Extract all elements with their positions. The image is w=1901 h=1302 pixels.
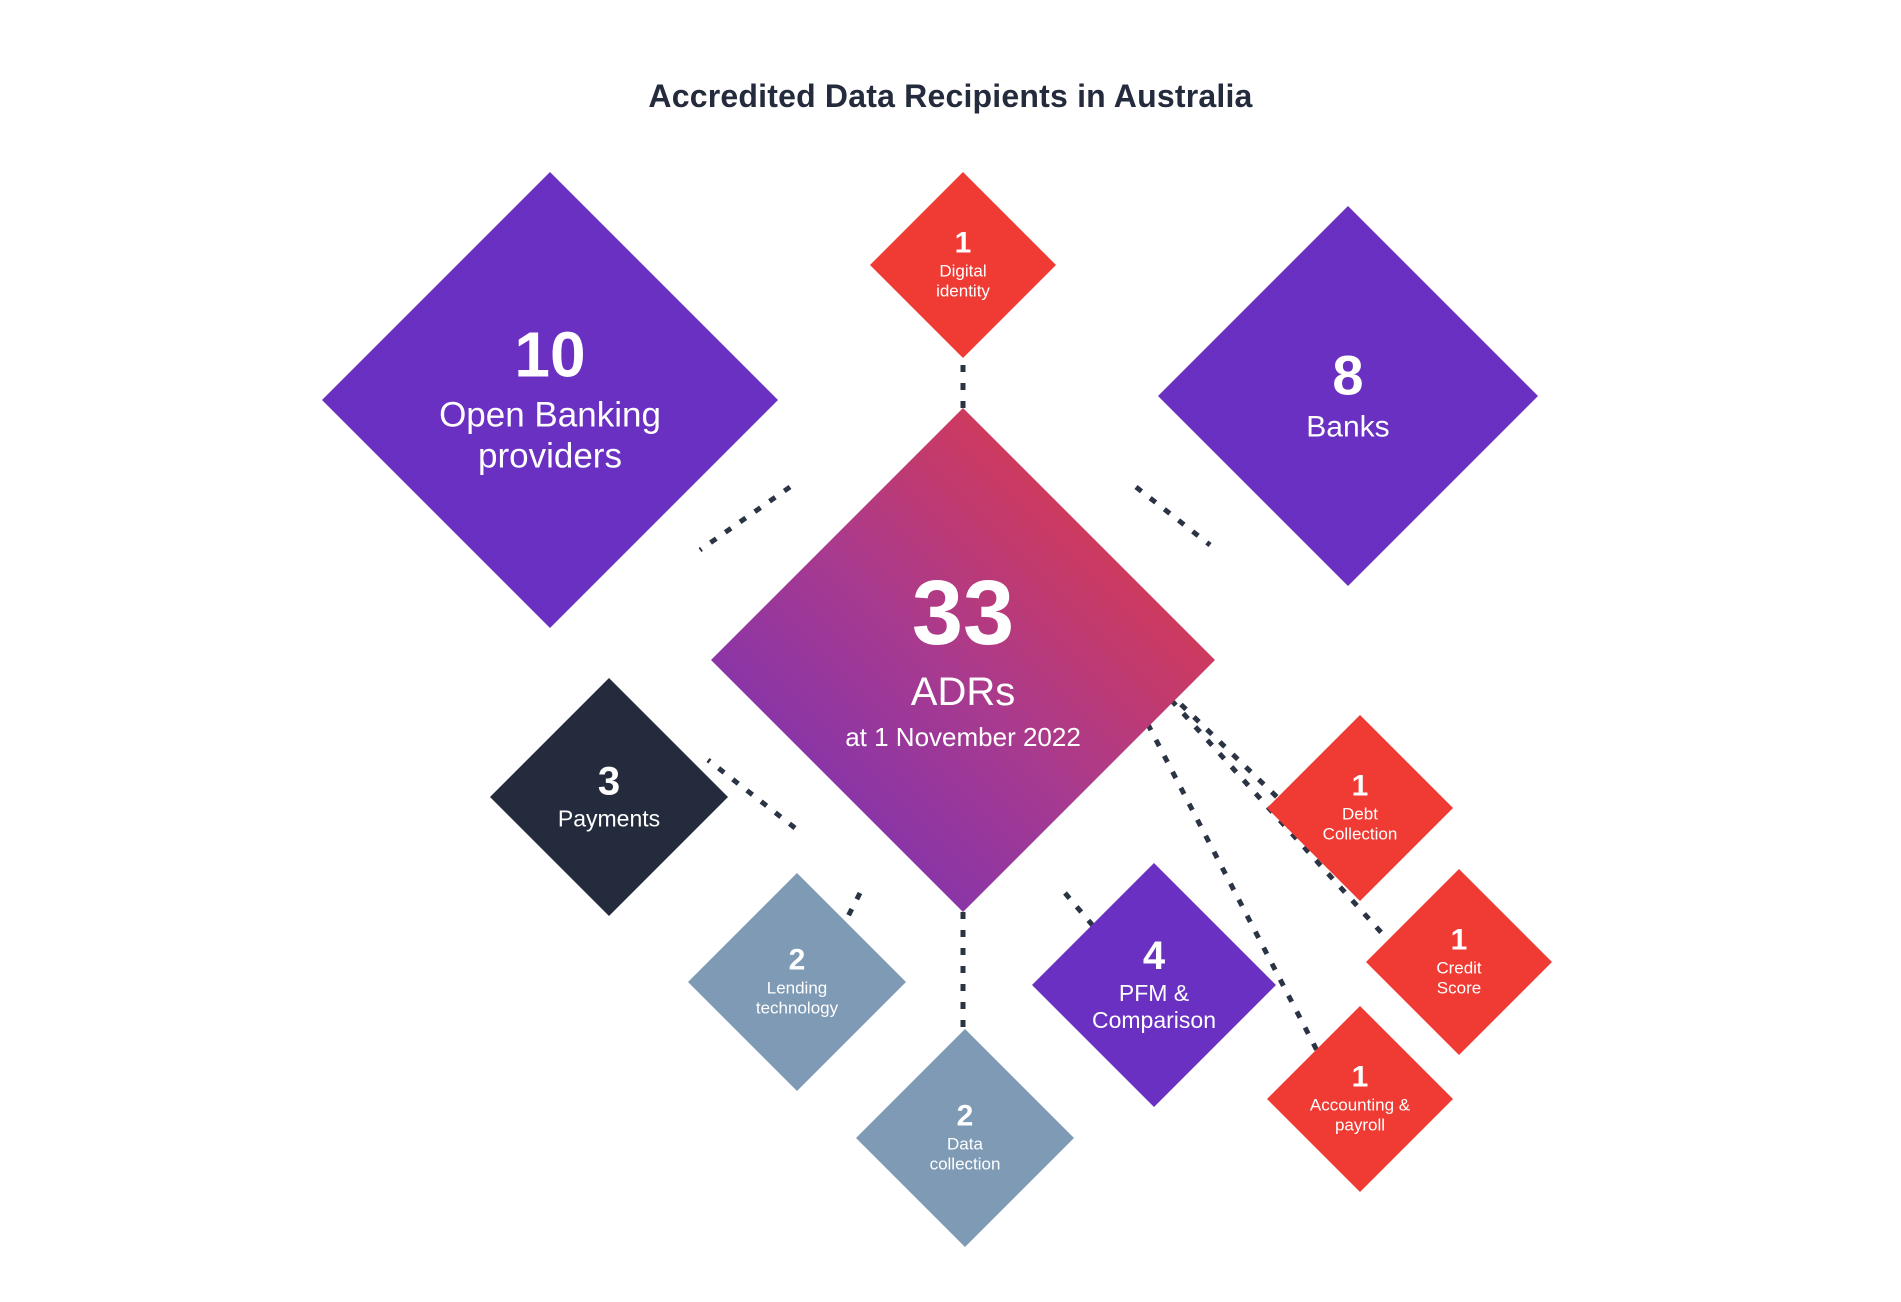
connector-center-to-payments <box>706 758 797 830</box>
diamond-lending-technology[interactable] <box>688 873 906 1091</box>
connector-center-to-debt-collection <box>1166 690 1280 800</box>
diamond-open-banking-providers[interactable] <box>322 172 778 628</box>
diamond-data-collection[interactable] <box>856 1029 1074 1247</box>
page-title: Accredited Data Recipients in Australia <box>648 78 1253 114</box>
diamond-pfm-comparison[interactable] <box>1032 863 1276 1107</box>
connector-center-to-open-banking <box>698 484 792 553</box>
diamond-accounting-payroll[interactable] <box>1267 1006 1453 1192</box>
connector-lines <box>698 358 1390 1068</box>
diamond-digital-identity[interactable] <box>870 172 1056 358</box>
diamond-credit-score[interactable] <box>1366 869 1552 1055</box>
diamond-payments[interactable] <box>490 678 728 916</box>
diamond-center-adrs[interactable] <box>711 408 1215 912</box>
diamond-shapes <box>322 172 1552 1247</box>
diamond-banks[interactable] <box>1158 206 1538 586</box>
connector-center-to-banks <box>1134 485 1212 547</box>
diamond-debt-collection[interactable] <box>1267 715 1453 901</box>
